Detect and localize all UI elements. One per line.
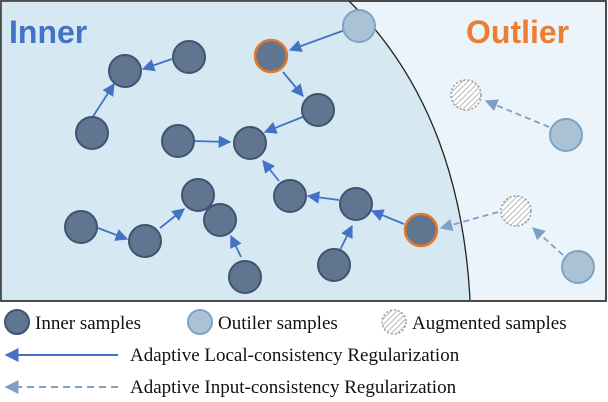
local-arrow: [191, 135, 232, 148]
decision-boundary: [348, 0, 471, 301]
local-arrow: [230, 234, 242, 258]
inner-samples: [64, 40, 373, 294]
outlier-region-title: Outlier: [466, 14, 569, 50]
legend-local-label: Adaptive Local-consistency Regularizatio…: [130, 345, 460, 366]
augmented-sample: [450, 79, 482, 111]
outlier-sample: [549, 118, 583, 152]
augmented-sample: [500, 195, 532, 227]
local-arrow: [91, 82, 115, 119]
local-arrow: [288, 29, 346, 53]
legend-augmented-label: Augmented samples: [412, 313, 567, 334]
inner-region-title: Inner: [9, 14, 87, 50]
local-arrow: [263, 115, 306, 134]
inner-sample: [301, 93, 335, 127]
legend-inner-marker: [4, 309, 30, 335]
highlighted-sample: [403, 212, 439, 248]
inner-sample: [228, 260, 262, 294]
inner-sample: [75, 116, 109, 150]
local-arrow: [141, 58, 173, 72]
highlighted-sample: [253, 38, 289, 74]
outlier-sample: [561, 250, 595, 284]
legend-augmented-marker: [381, 309, 407, 335]
inner-sample: [181, 178, 215, 212]
inner-sample: [108, 54, 142, 88]
input-arrow: [532, 227, 564, 256]
local-consistency-arrows: [91, 29, 405, 258]
local-arrow: [282, 71, 304, 97]
input-arrow: [484, 99, 550, 128]
local-arrow: [306, 191, 340, 204]
outlier-sample: [342, 9, 376, 43]
local-arrow: [339, 224, 353, 251]
inner-sample: [203, 203, 237, 237]
inner-sample: [128, 224, 162, 258]
augmented-samples: [450, 79, 532, 227]
inner-sample: [339, 187, 373, 221]
local-arrow: [159, 208, 185, 229]
highlighted-samples: [253, 38, 439, 248]
inner-sample: [64, 210, 98, 244]
local-arrow: [262, 160, 280, 182]
input-consistency-arrows: [439, 99, 564, 256]
local-arrow: [370, 209, 405, 225]
local-arrow: [97, 227, 129, 241]
inner-sample: [233, 126, 267, 160]
inner-sample: [161, 124, 195, 158]
outlier-samples: [342, 9, 595, 284]
inner-sample: [273, 179, 307, 213]
inner-sample: [172, 40, 206, 74]
legend-outlier-label: Outiler samples: [218, 313, 338, 334]
inner-sample: [317, 248, 351, 282]
legend-inner-label: Inner samples: [35, 313, 141, 334]
diagram-frame: [0, 0, 607, 302]
legend-input-label: Adaptive Input-consistency Regularizatio…: [130, 377, 457, 398]
legend-outlier-marker: [187, 309, 213, 335]
legend: Inner samples Outiler samples Augmented …: [4, 309, 567, 398]
